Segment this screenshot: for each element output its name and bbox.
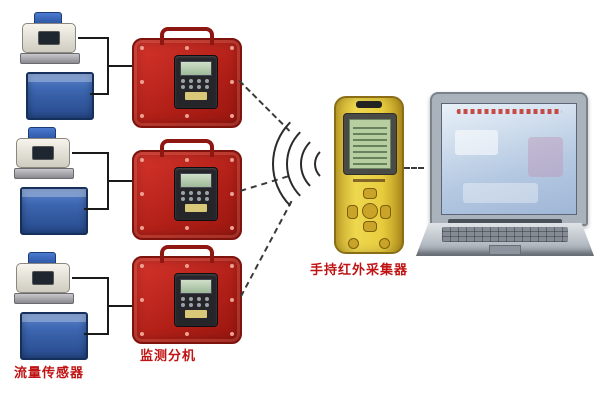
label-monitor-unit: 监测分机 xyxy=(140,349,197,364)
transducer-display xyxy=(32,271,54,285)
transducer-pipe xyxy=(14,168,74,179)
laptop-screen-bezel xyxy=(430,92,588,226)
monitor-unit-3 xyxy=(132,245,242,344)
app-content-block xyxy=(527,137,563,177)
key-right xyxy=(380,205,391,219)
case-rivets xyxy=(140,46,144,50)
transducer-display xyxy=(32,146,54,160)
label-handheld: 手持红外采集器 xyxy=(310,263,409,278)
case-handle xyxy=(160,27,214,45)
wire-line xyxy=(90,93,108,95)
app-content-block xyxy=(463,183,539,203)
case-handle xyxy=(160,139,214,157)
laptop-display xyxy=(441,103,577,215)
monitor-unit-2 xyxy=(132,139,242,240)
key-left xyxy=(347,205,358,219)
key-center xyxy=(362,203,378,219)
transducer-body xyxy=(22,23,76,53)
lcd-sub-label xyxy=(353,179,385,182)
transducer-body xyxy=(16,138,70,168)
panel-label-sticker xyxy=(185,204,207,212)
flow-transducer-icon xyxy=(14,127,74,179)
monitor-unit-1 xyxy=(132,27,242,128)
laptop-touchpad xyxy=(489,245,521,255)
ir-window-icon xyxy=(356,101,382,108)
dashed-link xyxy=(238,80,291,132)
lcd-bezel xyxy=(343,113,397,175)
transducer-body xyxy=(16,263,70,293)
transducer-pipe xyxy=(14,293,74,304)
sensor-tank-icon xyxy=(20,187,88,235)
wire-line xyxy=(78,37,108,39)
tank-top-face xyxy=(28,74,92,82)
wire-line xyxy=(108,65,134,67)
dashed-link xyxy=(240,200,293,297)
laptop xyxy=(416,92,594,256)
wireless-signal-icon xyxy=(272,104,392,224)
panel-label-sticker xyxy=(185,92,207,100)
flow-transducer-icon xyxy=(20,12,80,64)
nav-keypad xyxy=(347,188,391,232)
control-panel xyxy=(174,167,218,221)
panel-screen xyxy=(180,279,212,294)
panel-keys xyxy=(181,297,211,307)
flow-transducer-icon xyxy=(14,252,74,304)
panel-label-sticker xyxy=(185,310,207,318)
flow-sensor-group-2 xyxy=(12,127,107,235)
side-button-left xyxy=(348,238,359,249)
wire-line xyxy=(108,305,134,307)
flow-sensor-group-1 xyxy=(18,12,113,120)
transducer-display xyxy=(38,31,60,45)
control-panel xyxy=(174,55,218,109)
wire-line xyxy=(108,180,134,182)
key-up xyxy=(363,188,377,199)
sensor-tank-icon xyxy=(20,312,88,360)
panel-screen xyxy=(180,61,212,76)
flow-sensor-group-3 xyxy=(12,252,107,360)
panel-keys xyxy=(181,79,211,89)
laptop-keyboard xyxy=(442,227,568,242)
panel-keys xyxy=(181,191,211,201)
wire-line xyxy=(84,333,108,335)
handheld-collector xyxy=(334,96,404,254)
sensor-tank-icon xyxy=(26,72,94,120)
dashed-link-handheld-laptop xyxy=(404,167,424,169)
tank-top-face xyxy=(22,314,86,322)
case-rivets xyxy=(140,158,144,162)
panel-screen xyxy=(180,173,212,188)
app-content-block xyxy=(455,130,499,155)
case-handle xyxy=(160,245,214,263)
app-title-bar xyxy=(456,109,562,114)
wire-line xyxy=(72,277,108,279)
key-down xyxy=(363,221,377,232)
case-rivets xyxy=(140,264,144,268)
laptop-base xyxy=(416,223,594,256)
control-panel xyxy=(174,273,218,327)
lcd-screen xyxy=(349,119,391,169)
transducer-pipe xyxy=(20,53,80,64)
wire-line xyxy=(84,208,108,210)
label-flow-sensor: 流量传感器 xyxy=(14,366,85,381)
side-button-right xyxy=(379,238,390,249)
laptop-hinge xyxy=(448,219,562,225)
tank-top-face xyxy=(22,189,86,197)
wire-line xyxy=(72,152,108,154)
